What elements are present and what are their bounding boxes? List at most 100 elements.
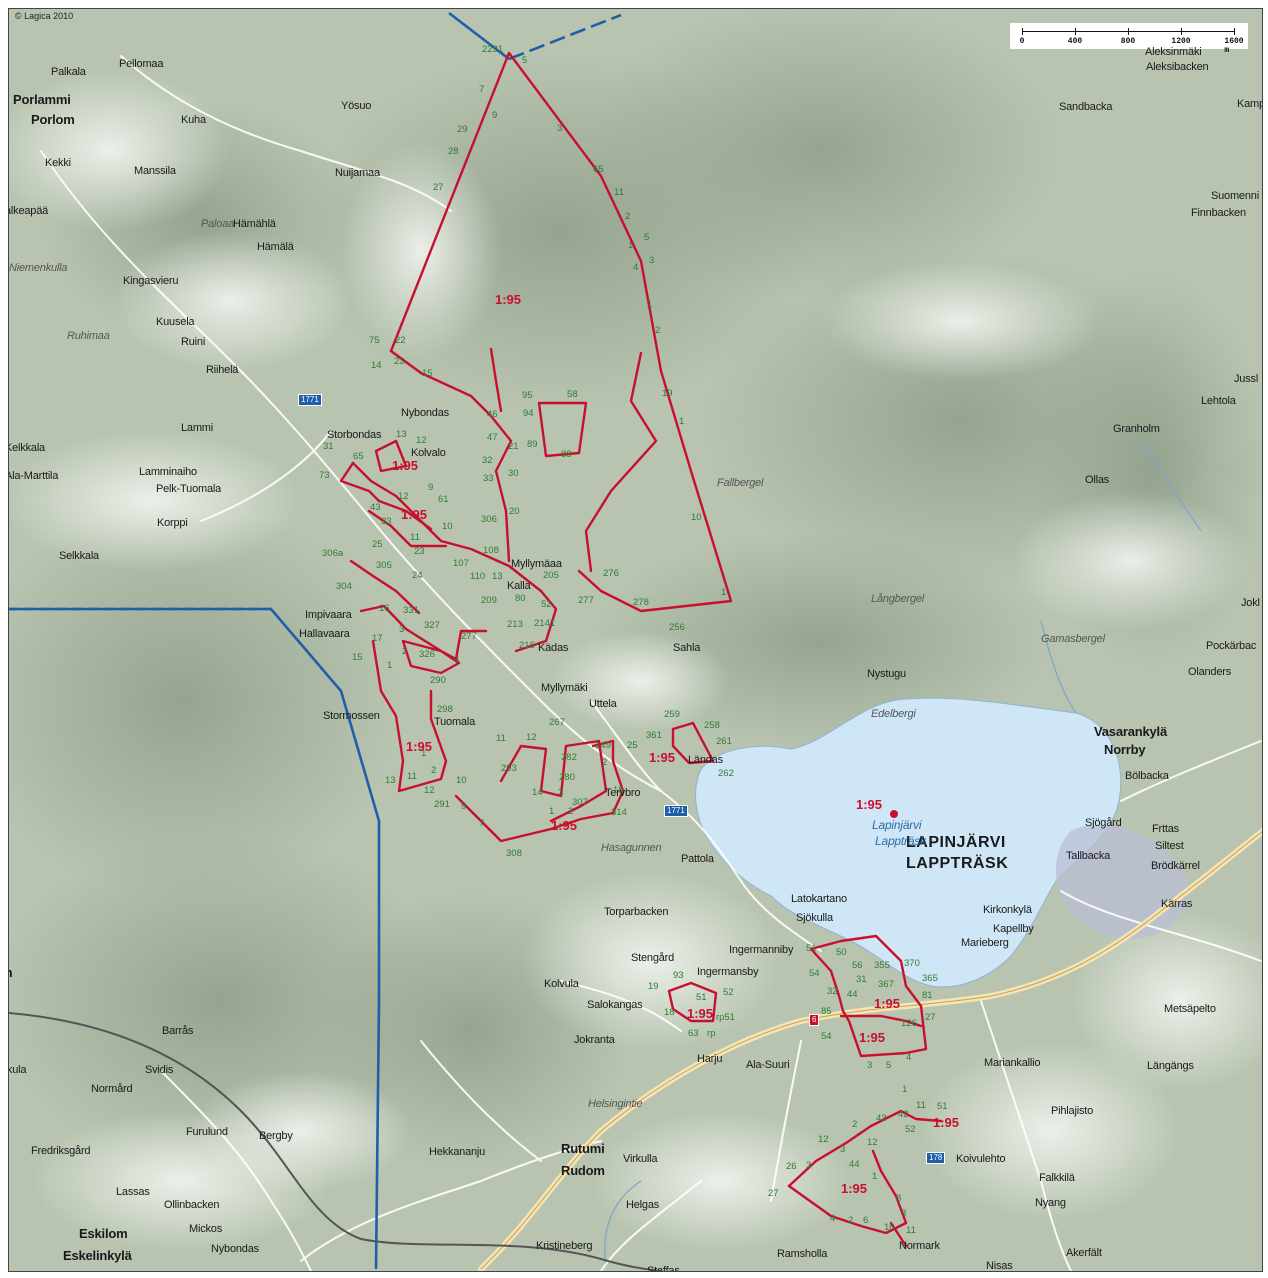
place-label: Nybondas [211, 1243, 259, 1255]
scale-label: 0 [1019, 37, 1025, 46]
parcel-number: 19 [662, 388, 673, 399]
parcel-number: 88 [561, 449, 572, 460]
parcel-number: 2 [568, 806, 574, 817]
area-label: 1:95 [856, 797, 883, 812]
place-label: Norrby [1104, 742, 1146, 757]
parcel-number: 314 [611, 807, 627, 818]
place-label: Harju [697, 1053, 723, 1065]
parcel-number: 23 [414, 546, 425, 557]
parcel-number: 44 [847, 989, 858, 1000]
map-canvas[interactable] [9, 9, 1262, 1271]
parcel-number: 15 [422, 368, 433, 379]
area-label: 1:95 [551, 818, 578, 833]
place-label: Falkkilä [1039, 1172, 1075, 1184]
place-label: Tuomala [434, 716, 475, 728]
place-label: Eskelinkylä [63, 1248, 132, 1263]
place-label: Kamp [1237, 98, 1263, 110]
place-label: Torparbacken [604, 906, 669, 918]
parcel-number: 4 [830, 1213, 836, 1224]
area-label: 1:95 [401, 507, 428, 522]
parcel-number: 31 [323, 441, 334, 452]
lake-lapinjarvi [695, 697, 1122, 988]
parcel-number: 1 [387, 660, 393, 671]
parcel-number: 43 [876, 1113, 887, 1124]
parcel-number: 56 [852, 960, 863, 971]
parcel-number: 11 [916, 1100, 926, 1111]
parcel-number: 28 [448, 146, 459, 157]
parcel-number: 3 [399, 624, 405, 635]
lake-survey-point [890, 810, 898, 818]
place-label: Kuha [181, 114, 206, 126]
place-label: pkula [9, 1064, 27, 1076]
parcel-number: 19 [648, 981, 659, 992]
parcel-number: 18 [664, 1007, 675, 1018]
place-label: Mickos [189, 1223, 223, 1235]
parcel-number: 3 [840, 1144, 846, 1155]
parcel-number: 17 [372, 633, 383, 644]
place-label: Kirkonkylä [983, 904, 1032, 916]
place-label: Pihlajisto [1051, 1105, 1094, 1117]
parcel-number: 65 [593, 164, 604, 175]
place-label: Myllymäaa [511, 558, 562, 570]
parcel-number: 21 [508, 441, 519, 452]
parcel-number: 12 [416, 435, 427, 446]
place-label: Ingermansby [697, 966, 759, 978]
parcel-number: 306a [322, 548, 344, 559]
railway [9, 1012, 662, 1271]
parcel-number: 2 [431, 765, 437, 776]
parcel-number: 3 [901, 1208, 907, 1219]
place-label: Impivaara [305, 609, 352, 621]
parcel-number: 2 [852, 1119, 858, 1130]
parcel-number: 9 [492, 110, 498, 121]
parcel-number: 1 [721, 587, 727, 598]
parcel-number: 331 [403, 605, 419, 616]
parcel-number: 93 [673, 970, 684, 981]
parcel-number: 3 [867, 1060, 873, 1071]
place-label: Metsäpelto [1164, 1003, 1216, 1015]
parcel-number: 32 [827, 986, 838, 997]
survey-boundaries [339, 51, 943, 1248]
parcel-number: 3 [558, 787, 564, 798]
parcel-number: 293 [501, 763, 517, 774]
place-label: Helgas [626, 1199, 660, 1211]
place-label: Pattola [681, 853, 714, 865]
parcel-number: 355 [874, 960, 890, 971]
scale-tick [1022, 28, 1023, 35]
place-label: Selkkala [59, 550, 99, 562]
parcel-number: 4 [906, 1052, 912, 1063]
road-1771-b: 1771 [664, 805, 688, 817]
parcel-number: 42 [898, 1109, 909, 1120]
place-label: Ruhimaa [67, 330, 110, 342]
parcel-number: 304 [336, 581, 352, 592]
place-label: Vasarankylä [1094, 724, 1167, 739]
parcel-number: 12 [867, 1137, 878, 1148]
scale-label: 800 [1120, 37, 1136, 46]
place-label: Jokranta [574, 1034, 615, 1046]
parcel-number: 46 [487, 409, 498, 420]
parcel-number: 10 [442, 521, 453, 532]
place-label: Rutumi [561, 1141, 605, 1156]
parcel-number: 4 [454, 654, 460, 665]
parcel-number: 11 [496, 733, 506, 744]
parcel-number: 16 [379, 603, 390, 614]
place-label: Suomenni [1211, 190, 1259, 202]
place-label: Fredriksgård [31, 1145, 91, 1157]
scale-tick [1181, 28, 1182, 35]
parcel-number: 95 [522, 390, 533, 401]
parcel-number: 2 [848, 1215, 854, 1226]
parcel-number: 12 [398, 491, 409, 502]
parcel-number: 54 [821, 1031, 832, 1042]
parcel-number: 52 [541, 599, 552, 610]
road-1771-a: 1771 [298, 394, 322, 406]
parcel-number: 29 [457, 124, 468, 135]
area-label: 1:95 [392, 458, 419, 473]
place-label: Pelk-Tuomala [156, 483, 222, 495]
parcel-number: 5 [522, 55, 528, 66]
place-label: Granholm [1113, 423, 1160, 435]
parcel-number: 308 [506, 848, 522, 859]
minor-roads [40, 55, 1262, 1271]
parcel-number: 3 [806, 1160, 812, 1171]
place-label: Manssila [134, 165, 176, 177]
